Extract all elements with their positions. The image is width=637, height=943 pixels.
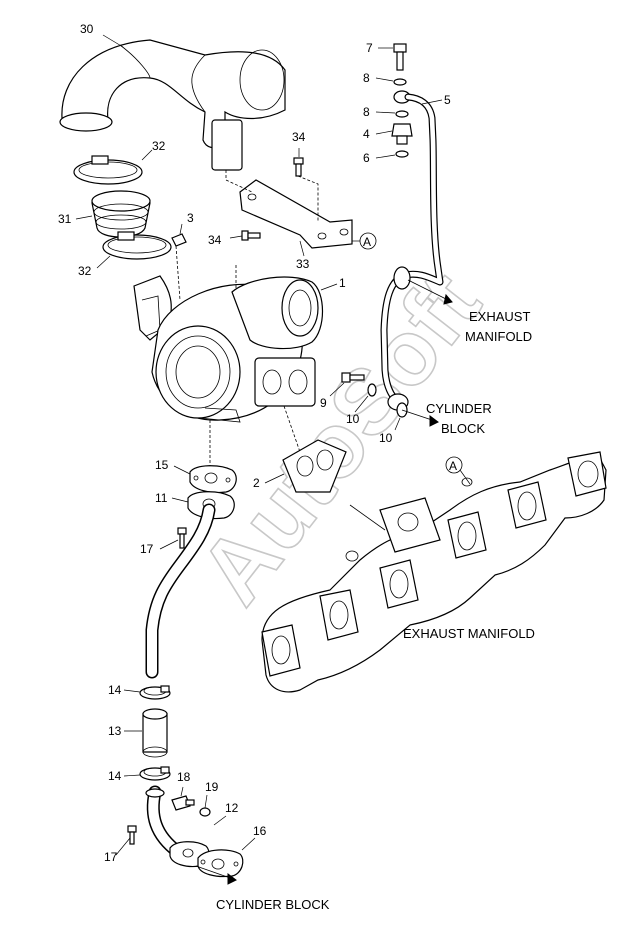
hose-clamp-part-32-upper [73, 155, 143, 185]
callout-31: 31 [58, 212, 72, 226]
callout-10-lower: 10 [379, 431, 393, 445]
callout-17-lower: 17 [104, 850, 118, 864]
hose-clamp-part-14-lower [139, 766, 171, 781]
label-exhaust-manifold-right-line2: MANIFOLD [465, 329, 532, 344]
callout-2: 2 [253, 476, 260, 490]
label-exhaust-manifold-right-line1: EXHAUST [469, 309, 530, 324]
hose-clamp-part-32-lower [102, 231, 172, 260]
fitting-part-4 [391, 123, 413, 145]
callout-17-upper: 17 [140, 542, 154, 556]
exhaust-manifold [261, 451, 607, 693]
intake-elbow-part-30 [59, 39, 286, 171]
washer-part-19 [199, 807, 211, 817]
callout-10-upper: 10 [346, 412, 360, 426]
bracket-part-33 [239, 179, 353, 249]
callout-30: 30 [80, 22, 94, 36]
callout-32-lower: 32 [78, 264, 92, 278]
callout-33: 33 [296, 257, 310, 271]
fitting-part-18 [171, 795, 195, 811]
oil-inlet-lower-pipe-part-12 [145, 785, 210, 868]
callout-8-lower: 8 [363, 105, 370, 119]
label-cylinder-block-bottom: CYLINDER BLOCK [216, 897, 330, 912]
callout-34-upper: 34 [292, 130, 306, 144]
svg-text:A: A [449, 459, 457, 473]
label-cylinder-block-right-line2: BLOCK [441, 421, 485, 436]
reference-mark-a-lower: A [445, 456, 463, 474]
callout-34-lower: 34 [208, 233, 222, 247]
callout-7: 7 [366, 41, 373, 55]
bolt-part-34-upper [293, 157, 304, 177]
bolt-part-17-upper [177, 527, 187, 549]
callout-14-upper: 14 [108, 683, 122, 697]
hose-clamp-part-14-upper [139, 685, 171, 700]
callout-19: 19 [205, 780, 219, 794]
oil-inlet-pipe [145, 503, 216, 679]
turbocharger-part-1 [133, 275, 323, 423]
callout-9: 9 [320, 396, 327, 410]
callout-18: 18 [177, 770, 191, 784]
gasket-part-16 [197, 849, 244, 878]
callout-12: 12 [225, 801, 239, 815]
callout-5: 5 [444, 93, 451, 107]
washer-part-10-upper [367, 383, 377, 397]
hose-part-31 [91, 190, 151, 238]
callout-3: 3 [187, 211, 194, 225]
callout-32-upper: 32 [152, 139, 166, 153]
bolt-part-7 [393, 43, 407, 71]
callout-8-upper: 8 [363, 71, 370, 85]
reference-mark-a-upper: A [359, 232, 377, 250]
label-cylinder-block-right-line1: CYLINDER [426, 401, 492, 416]
bolt-part-17-lower [127, 825, 137, 845]
bolt-part-34-lower [241, 230, 261, 241]
gasket-part-15 [189, 465, 237, 494]
gasket-part-2 [282, 439, 347, 493]
plug-part-3 [171, 233, 187, 247]
label-exhaust-manifold: EXHAUST MANIFOLD [403, 626, 535, 641]
callout-11: 11 [155, 491, 168, 505]
callout-13: 13 [108, 724, 122, 738]
callout-1: 1 [339, 276, 346, 290]
callout-6: 6 [363, 151, 370, 165]
washer-part-6 [395, 150, 409, 158]
bolt-part-9 [341, 372, 365, 383]
washer-part-8-lower [395, 110, 409, 118]
callout-16: 16 [253, 824, 267, 838]
washer-part-8-upper [393, 78, 407, 86]
callout-15: 15 [155, 458, 169, 472]
hose-part-13 [142, 708, 168, 758]
callout-14-lower: 14 [108, 769, 122, 783]
svg-text:A: A [363, 235, 371, 249]
callout-4: 4 [363, 127, 370, 141]
